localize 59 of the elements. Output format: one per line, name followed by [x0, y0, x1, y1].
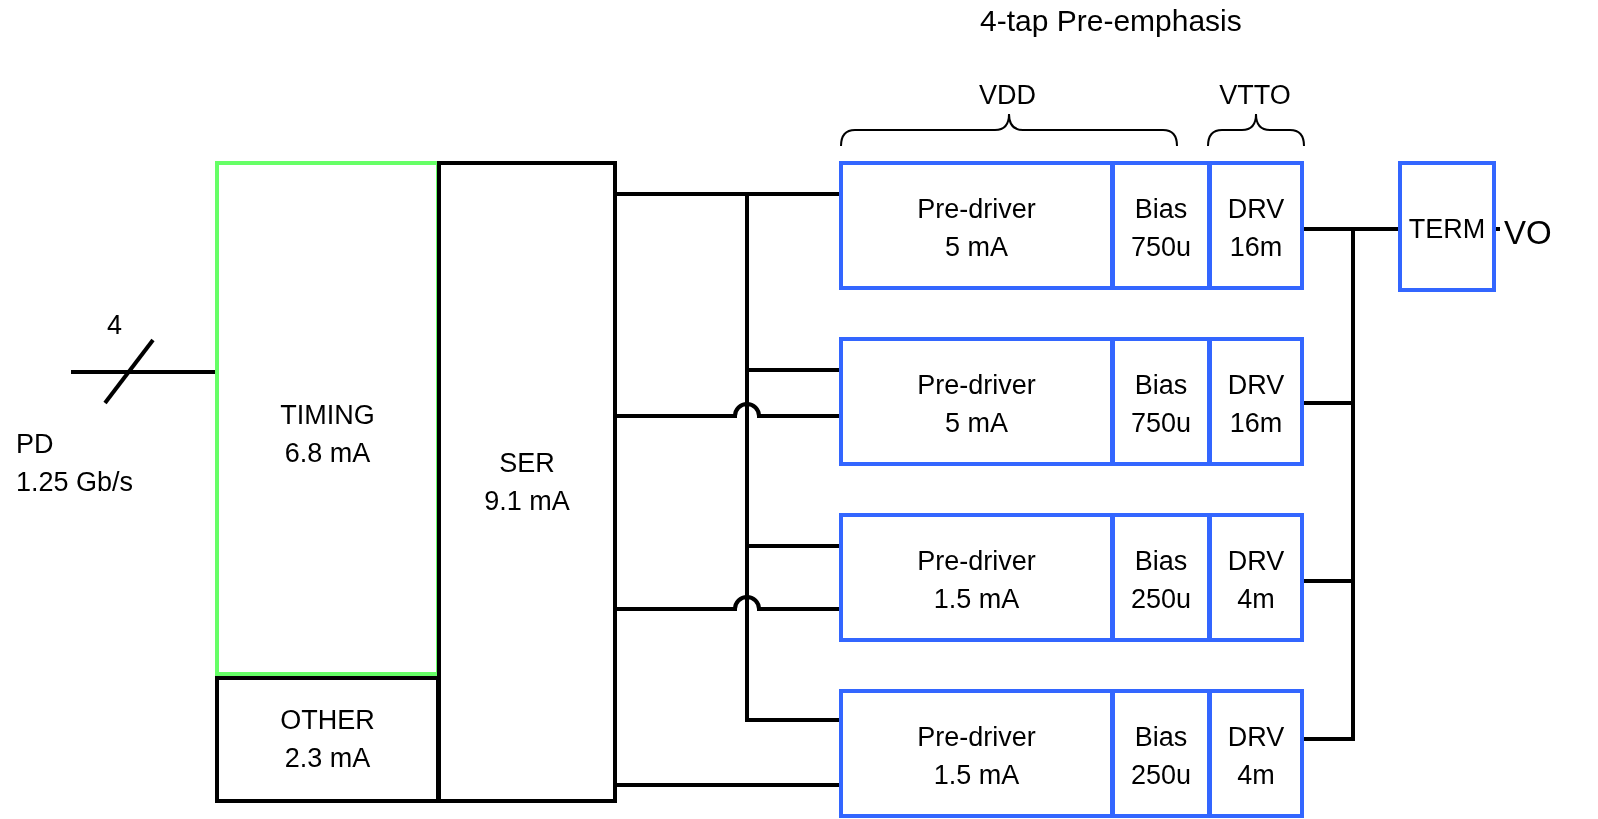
- pre-driver-block: [839, 513, 1114, 642]
- node-title: Pre-driver: [917, 193, 1036, 226]
- node-title: SER: [499, 447, 555, 480]
- node-value: 1.25 Gb/s: [16, 465, 134, 499]
- node-title: DRV: [1227, 193, 1285, 226]
- bias-block: [1111, 513, 1211, 642]
- node-title: Bias: [1134, 545, 1188, 578]
- node-value: 16m: [1229, 230, 1283, 264]
- timing-block: [215, 161, 440, 676]
- edge-label: 4: [107, 310, 123, 341]
- node-title: Pre-driver: [917, 369, 1036, 402]
- node-title: PD: [16, 428, 54, 461]
- node-value: 9.1 mA: [484, 484, 570, 518]
- node-title: Bias: [1134, 369, 1188, 402]
- node-value: 750u: [1130, 230, 1192, 264]
- connector-line: [1496, 227, 1500, 231]
- node-title: Pre-driver: [917, 545, 1036, 578]
- node-title: OTHER: [280, 704, 375, 737]
- pre-driver-block: [839, 161, 1114, 290]
- termination-block: [1398, 161, 1496, 292]
- pre-driver-block: [839, 689, 1114, 818]
- node-title: DRV: [1227, 545, 1285, 578]
- node-title: TERM: [1408, 213, 1486, 246]
- diagram-title: 4-tap Pre-emphasis: [980, 4, 1242, 38]
- block: [215, 676, 440, 803]
- pre-driver-block: [839, 337, 1114, 466]
- node-value: 1.5 mA: [933, 758, 1020, 792]
- node-value: 5 mA: [945, 230, 1008, 264]
- node-value: 1.5 mA: [933, 582, 1020, 616]
- node-title: Bias: [1134, 721, 1188, 754]
- supply-label: VDD: [978, 80, 1037, 111]
- serializer-block: [437, 161, 617, 803]
- bias-block: [1111, 337, 1211, 466]
- node-value: 4m: [1237, 758, 1275, 792]
- bias-block: [1111, 689, 1211, 818]
- node-value: 4m: [1237, 582, 1275, 616]
- node-title: Pre-driver: [917, 721, 1036, 754]
- node-value: 2.3 mA: [284, 741, 371, 775]
- driver-block: [1208, 161, 1304, 290]
- supply-label: VTTO: [1218, 80, 1292, 111]
- node-value: 6.8 mA: [284, 436, 371, 470]
- node-title: Bias: [1134, 193, 1188, 226]
- node-value: 250u: [1130, 582, 1192, 616]
- node-title: DRV: [1227, 369, 1285, 402]
- node-value: 16m: [1229, 406, 1283, 440]
- driver-block: [1208, 513, 1304, 642]
- connector-line: [71, 370, 215, 374]
- node-value: 5 mA: [945, 406, 1008, 440]
- bias-block: [1111, 161, 1211, 290]
- driver-block: [1208, 689, 1304, 818]
- connector-line: [617, 402, 839, 418]
- connector-line: [617, 783, 839, 787]
- node-title: DRV: [1227, 721, 1285, 754]
- node-title: VO: [1504, 213, 1552, 253]
- node-value: 250u: [1130, 758, 1192, 792]
- driver-block: [1208, 337, 1304, 466]
- node-value: 750u: [1130, 406, 1192, 440]
- connector-line: [617, 595, 839, 611]
- node-title: TIMING: [280, 399, 375, 432]
